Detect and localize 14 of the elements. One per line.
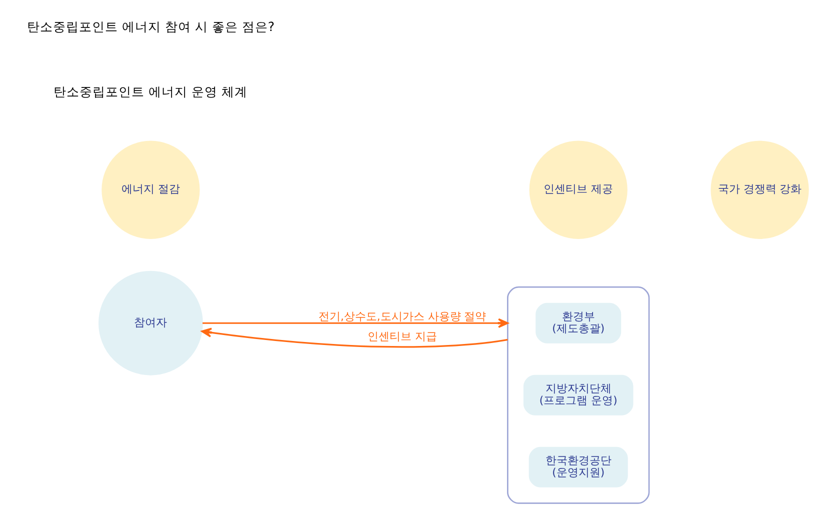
arrow xyxy=(202,318,508,328)
node-circle: 국가 경쟁력 강화 xyxy=(710,140,808,239)
cluster xyxy=(506,286,650,504)
node-box: 지방자치단체 (프로그램 운영) xyxy=(522,374,633,416)
node-circle: 인센티브 제공 xyxy=(528,140,627,239)
node-circle: 참여자 xyxy=(98,270,202,376)
node-circle: 에너지 절감 xyxy=(101,140,200,239)
node-box: 환경부 (제도총괄) xyxy=(535,302,621,344)
node-box: 한국환경공단 (운영지원) xyxy=(528,446,628,488)
edge-label: 인센티브 지급 xyxy=(367,330,437,343)
arrow xyxy=(200,328,508,348)
label: 탄소중립포인트 에너지 운영 체계 xyxy=(53,84,248,99)
label: 탄소중립포인트 에너지 참여 시 좋은 점은? xyxy=(26,19,274,34)
edge-label: 전기,상수도,도시가스 사용량 절약 xyxy=(318,310,486,324)
